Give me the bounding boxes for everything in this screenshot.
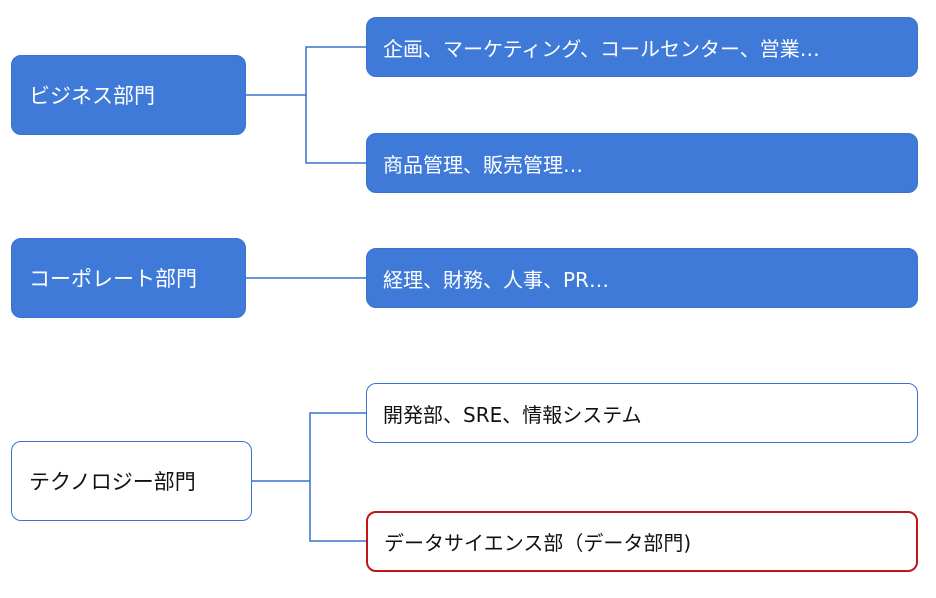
data-science-box: データサイエンス部（データ部門) bbox=[366, 511, 918, 572]
business-functions-box: 企画、マーケティング、コールセンター、営業… bbox=[366, 17, 918, 77]
business-department-label: ビジネス部門 bbox=[29, 84, 155, 108]
corporate-department-box: コーポレート部門 bbox=[11, 238, 246, 318]
data-science-label: データサイエンス部（データ部門) bbox=[384, 531, 692, 555]
technology-engineering-box: 開発部、SRE、情報システム bbox=[366, 383, 918, 443]
corporate-department-label: コーポレート部門 bbox=[29, 267, 197, 291]
technology-department-box: テクノロジー部門 bbox=[11, 441, 252, 521]
technology-engineering-label: 開発部、SRE、情報システム bbox=[383, 402, 642, 427]
corporate-functions-box: 経理、財務、人事、PR… bbox=[366, 248, 918, 308]
technology-department-label: テクノロジー部門 bbox=[29, 470, 196, 494]
business-functions-label: 企画、マーケティング、コールセンター、営業… bbox=[383, 36, 820, 61]
business-management-box: 商品管理、販売管理… bbox=[366, 133, 918, 193]
business-management-label: 商品管理、販売管理… bbox=[383, 152, 583, 177]
corporate-functions-label: 経理、財務、人事、PR… bbox=[383, 267, 609, 292]
business-department-box: ビジネス部門 bbox=[11, 55, 246, 135]
